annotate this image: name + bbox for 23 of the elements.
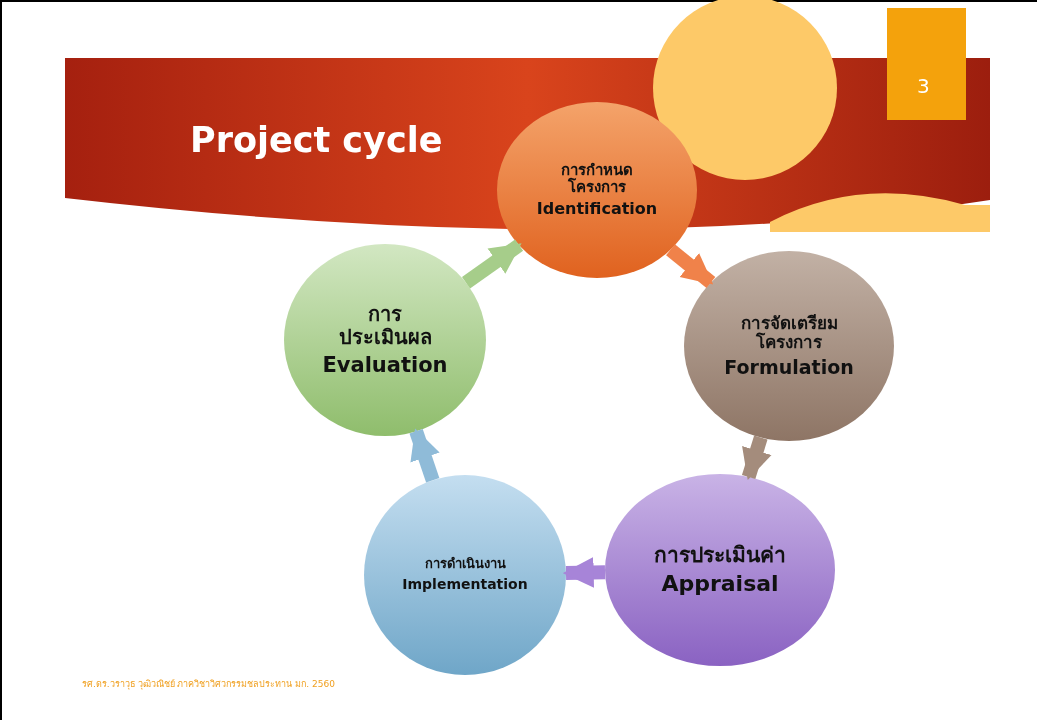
thai-label: การประเมินค่า — [654, 543, 786, 568]
arrow — [409, 428, 440, 483]
page-number: 3 — [917, 74, 930, 98]
arrow — [741, 435, 772, 480]
thai-label: การจัดเตรียมโครงการ — [739, 313, 839, 353]
english-label: Implementation — [402, 576, 528, 593]
stage-circle — [684, 251, 894, 441]
footer-note: รศ.ดร.วราวุธ วุฒิวณิชย์ ภาควิชาวิศวกรรมชลประทาน มก. 2560 — [82, 678, 335, 691]
stage-circle — [284, 244, 486, 436]
thai-label: การดำเนินงาน — [424, 557, 506, 573]
thai-label: การประเมินผล — [337, 302, 433, 349]
english-label: Identification — [536, 200, 658, 219]
arrow — [461, 239, 524, 289]
arrow — [562, 557, 606, 588]
arrow — [666, 244, 716, 288]
stage-circle — [497, 102, 697, 278]
english-label: Appraisal — [661, 571, 779, 597]
thai-label: การกำหนดโครงการ — [560, 161, 634, 197]
english-label: Formulation — [724, 356, 854, 379]
slide-title: Project cycle — [190, 120, 443, 160]
english-label: Evaluation — [322, 352, 448, 378]
stage-circle — [364, 475, 566, 675]
stage-circle — [605, 474, 835, 666]
